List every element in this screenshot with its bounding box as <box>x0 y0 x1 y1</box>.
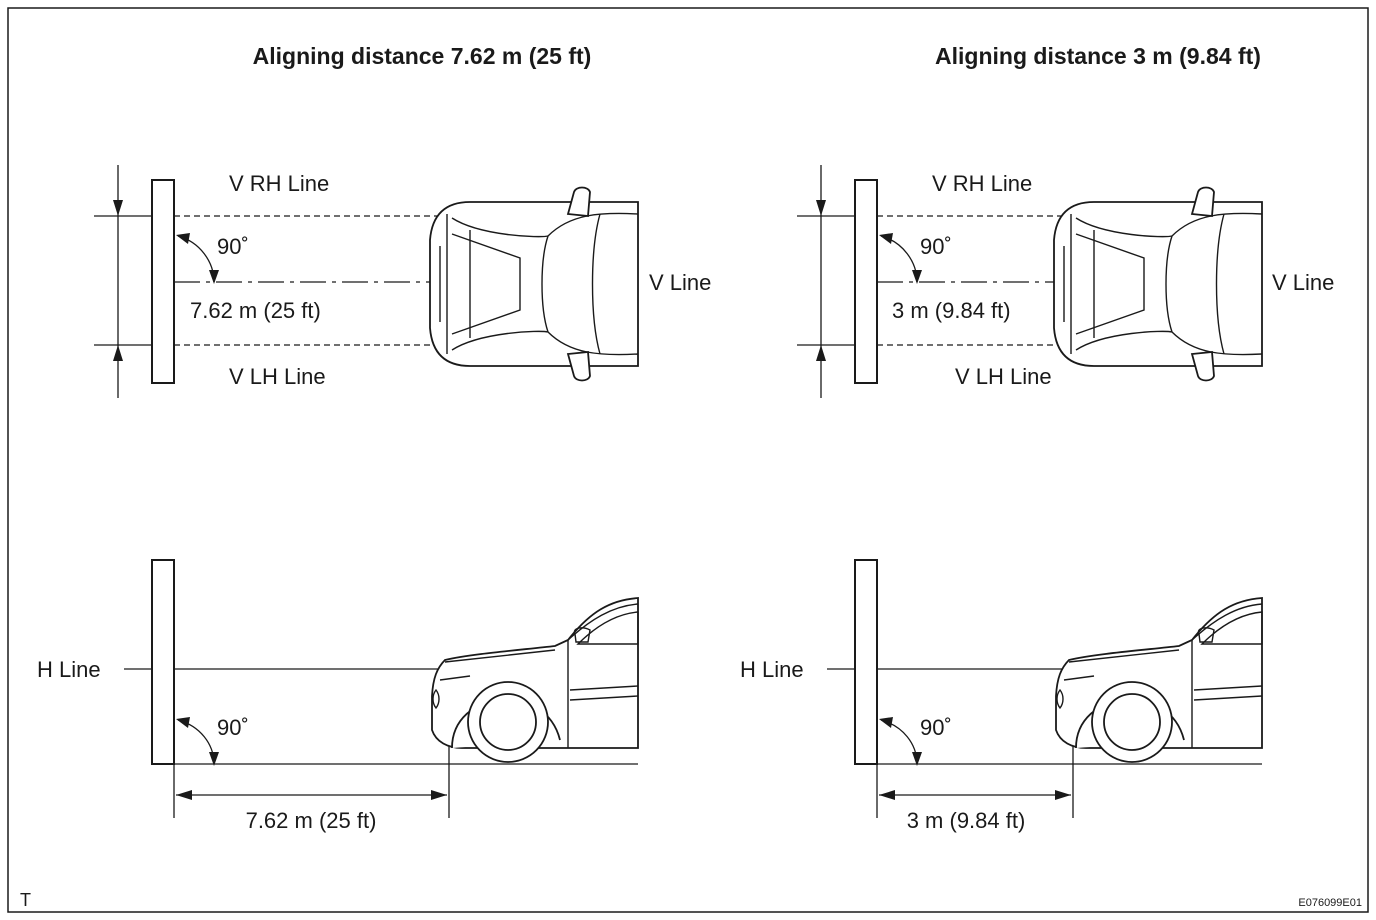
right-top-angle-arc <box>880 235 918 283</box>
right-panel-title: Aligning distance 3 m (9.84 ft) <box>935 43 1261 69</box>
right-v-lh-line-label: V LH Line <box>955 364 1052 389</box>
right-top-screen <box>854 179 878 384</box>
figure-code: E076099E01 <box>1298 897 1362 909</box>
right-side-angle-arc <box>880 719 918 765</box>
right-top-distance-label: 3 m (9.84 ft) <box>892 298 1011 323</box>
right-top-view: V RH Line 90˚ V Line 3 m (9.84 ft) V LH … <box>797 165 1334 398</box>
left-top-angle-arc <box>177 235 215 283</box>
left-v-lh-line-label: V LH Line <box>229 364 326 389</box>
left-top-view: V RH Line 90˚ V Line 7.62 m (25 ft) V LH… <box>94 165 711 398</box>
left-panel-title: Aligning distance 7.62 m (25 ft) <box>253 43 592 69</box>
right-top-arrowhead <box>816 200 826 216</box>
right-top-angle-label: 90˚ <box>920 234 952 259</box>
left-top-distance-label: 7.62 m (25 ft) <box>190 298 321 323</box>
right-v-rh-line-label: V RH Line <box>932 171 1032 196</box>
footer-left-mark: T <box>20 890 31 910</box>
left-top-angle-label: 90˚ <box>217 234 249 259</box>
left-side-angle-arc <box>177 719 215 765</box>
right-panel: Aligning distance 3 m (9.84 ft) V RH Lin… <box>740 43 1334 833</box>
right-side-distance-label: 3 m (9.84 ft) <box>907 808 1026 833</box>
left-top-arrowhead <box>113 200 123 216</box>
right-side-angle-label: 90˚ <box>920 715 952 740</box>
right-side-view: H Line 90˚ 3 m (9.84 ft) <box>740 559 1263 833</box>
right-top-arrowhead <box>816 345 826 361</box>
left-v-rh-line-label: V RH Line <box>229 171 329 196</box>
right-h-line-label: H Line <box>740 657 804 682</box>
left-panel: Aligning distance 7.62 m (25 ft) V RH Li… <box>37 43 711 833</box>
right-top-car-outline <box>1053 186 1263 382</box>
figure-frame <box>7 7 1369 913</box>
left-side-car-outline <box>431 597 639 763</box>
right-v-line-label: V Line <box>1272 270 1334 295</box>
left-top-arrowhead <box>113 345 123 361</box>
left-side-angle-label: 90˚ <box>217 715 249 740</box>
left-top-car-outline <box>429 186 639 382</box>
left-side-view: H Line 90˚ 7.62 m (25 ft) <box>37 559 639 833</box>
left-h-line-label: H Line <box>37 657 101 682</box>
left-v-line-label: V Line <box>649 270 711 295</box>
right-side-car-outline <box>1055 597 1263 763</box>
left-side-screen <box>151 559 175 765</box>
left-side-distance-label: 7.62 m (25 ft) <box>246 808 377 833</box>
left-top-screen <box>151 179 175 384</box>
right-side-screen <box>854 559 878 765</box>
